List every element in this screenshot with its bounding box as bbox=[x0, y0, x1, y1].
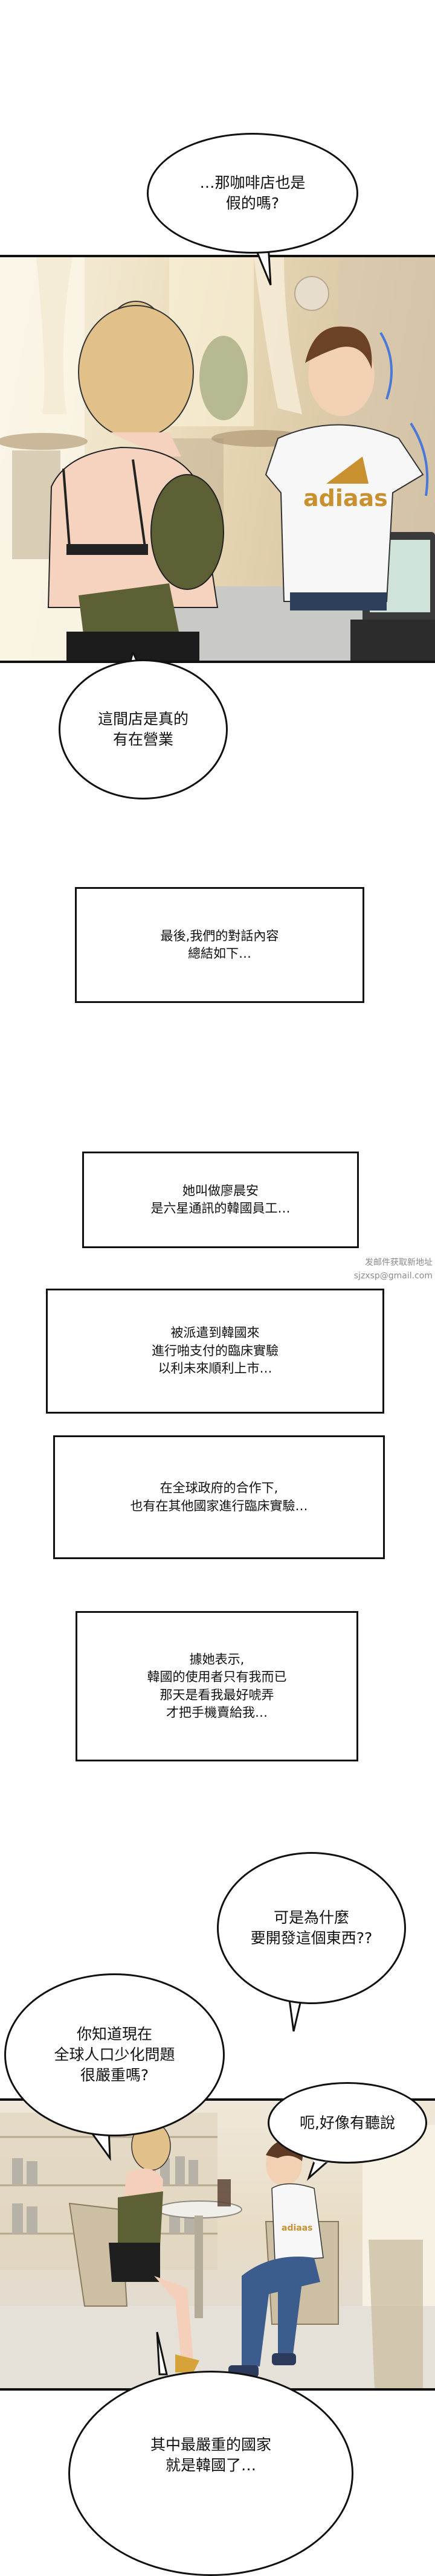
narration-box-3: 被派遣到韓國來 進行啪支付的臨床實驗 以利未來順利上市… bbox=[46, 1289, 384, 1414]
bubble-text: …那咖啡店也是 假的嗎? bbox=[199, 174, 306, 212]
watermark-line-1: 发邮件获取新地址 bbox=[365, 1258, 433, 1267]
speech-tail bbox=[156, 2331, 168, 2376]
narration-box-4: 在全球政府的合作下, 也有在其他國家進行臨床實驗… bbox=[53, 1435, 385, 1559]
shirt-logo-text: adiaas bbox=[282, 2223, 313, 2233]
narration-box-1: 最後,我們的對話內容 總結如下… bbox=[75, 887, 364, 1003]
bubble-text: 可是為什麼 要開發這個東西?? bbox=[250, 1909, 373, 1947]
caption-text: 她叫做廖晨安 是六星通訊的韓國員工… bbox=[150, 1183, 291, 1216]
caption-text: 被派遣到韓國來 進行啪支付的臨床實驗 以利未來順利上市… bbox=[152, 1325, 279, 1376]
panel-1-illustration: adiaas bbox=[0, 257, 435, 661]
bubble-text: 這間店是真的 有在營業 bbox=[97, 710, 188, 748]
speech-bubble-4: 你知道現在 全球人口少化問題 很嚴重嗎? bbox=[4, 1973, 225, 2136]
speech-bubble-2: 這間店是真的 有在營業 bbox=[59, 659, 228, 799]
bubble-text: 你知道現在 全球人口少化問題 很嚴重嗎? bbox=[54, 2025, 175, 2084]
narration-box-2: 她叫做廖晨安 是六星通訊的韓國員工… bbox=[82, 1152, 359, 1248]
watermark-email: sjzxsp@gmail.com bbox=[353, 1271, 433, 1281]
caption-text: 最後,我們的對話內容 總結如下… bbox=[160, 928, 279, 961]
speech-bubble-5: 呃,好像有聽說 bbox=[268, 2082, 427, 2164]
panel-1-cafe-counter: adiaas bbox=[0, 255, 435, 663]
watermark: 发邮件获取新地址 sjzxsp@gmail.com bbox=[354, 1256, 433, 1283]
speech-bubble-6: 其中最嚴重的國家 就是韓國了… bbox=[68, 2371, 353, 2576]
bubble-text: 其中最嚴重的國家 就是韓國了… bbox=[150, 2436, 271, 2474]
shirt-logo-text: adiaas bbox=[303, 485, 388, 511]
bubble-text: 呃,好像有聽說 bbox=[300, 2113, 395, 2132]
panel-2-cafe-table: adiaas bbox=[0, 2098, 435, 2391]
speech-bubble-1: …那咖啡店也是 假的嗎? bbox=[147, 133, 358, 254]
narration-box-5: 據她表示, 韓國的使用者只有我而已 那天是看我最好唬弄 才把手機賣給我… bbox=[76, 1611, 358, 1761]
caption-text: 在全球政府的合作下, 也有在其他國家進行臨床實驗… bbox=[130, 1481, 308, 1513]
caption-text: 據她表示, 韓國的使用者只有我而已 那天是看我最好唬弄 才把手機賣給我… bbox=[147, 1652, 287, 1720]
speech-bubble-3: 可是為什麼 要開發這個東西?? bbox=[217, 1852, 406, 2004]
